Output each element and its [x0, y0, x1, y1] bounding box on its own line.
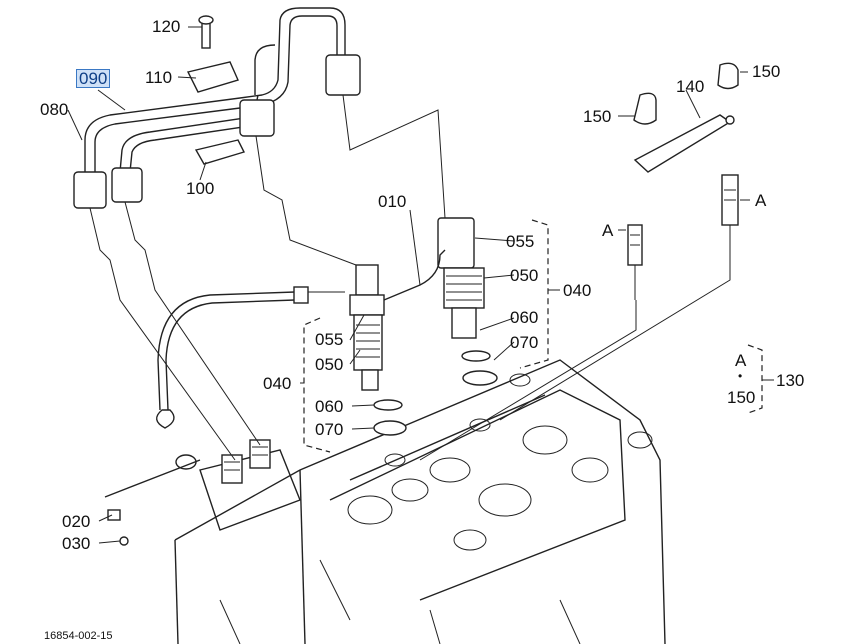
leak-off-pipe-010 [383, 249, 446, 301]
leak-off-pipe-drawing [156, 286, 345, 429]
injection-pipes-drawing [73, 7, 361, 209]
projection-lines [89, 94, 731, 461]
label-040-right: 040 [563, 281, 592, 300]
label-110: 110 [145, 68, 173, 87]
label-080: 080 [40, 100, 69, 119]
label-030: 030 [62, 534, 91, 553]
ref-a-left: A [602, 221, 614, 240]
label-020: 020 [62, 512, 91, 531]
legend-dot: • [738, 369, 743, 383]
label-090-highlighted[interactable]: 090 [76, 69, 111, 88]
bracket-130 [747, 344, 763, 414]
label-120: 120 [152, 17, 181, 36]
label-150-top: 150 [752, 62, 781, 81]
injector-left-drawing [349, 264, 407, 436]
label-060-right: 060 [510, 308, 539, 327]
label-070-right: 070 [510, 333, 539, 352]
label-055-right: 055 [506, 232, 535, 251]
injection-pump-drawing [104, 439, 301, 546]
bracket-040-left [303, 317, 331, 453]
label-100: 100 [186, 179, 215, 198]
label-130: 130 [776, 371, 805, 390]
glow-plug-drawing [627, 62, 739, 300]
injector-right-drawing [437, 217, 498, 386]
label-050-left: 050 [315, 355, 344, 374]
label-150-left: 150 [583, 107, 612, 126]
leader-lines [67, 26, 774, 544]
cylinder-head-drawing [174, 359, 666, 644]
bracket-040-right [519, 219, 549, 369]
label-060-left: 060 [315, 397, 344, 416]
ref-a-right: A [755, 191, 767, 210]
label-140: 140 [676, 77, 705, 96]
label-070-left: 070 [315, 420, 344, 439]
label-010: 010 [378, 192, 407, 211]
label-055-left: 055 [315, 330, 344, 349]
label-040-left: 040 [263, 374, 292, 393]
ref-a-legend: A [735, 351, 747, 370]
figure-id: 16854-002-15 [44, 630, 113, 642]
label-150-legend: 150 [727, 388, 756, 407]
label-050-right: 050 [510, 266, 539, 285]
